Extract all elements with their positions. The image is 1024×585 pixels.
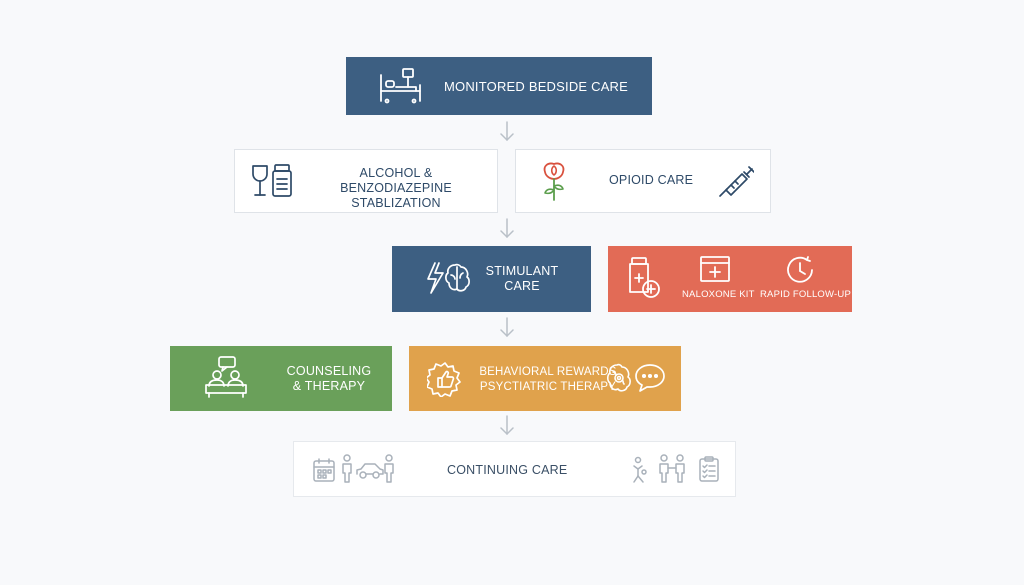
flow-arrow-4: [500, 415, 514, 436]
therapy-label: & THERAPY: [292, 379, 366, 393]
alcohol-benzodiazepine-box: ALCOHOL & BENZODIAZEPINE STABLIZATION: [234, 149, 498, 213]
counseling-couch-icon: [203, 355, 249, 399]
syringe-icon: [718, 164, 754, 198]
opioid-care-label: OPIOID CARE: [609, 173, 694, 187]
family-icon: [630, 454, 692, 484]
monitored-bedside-care-label: MONITORED BEDSIDE CARE: [444, 79, 629, 94]
behavioral-rewards-label: BEHAVIORAL REWARDS: [479, 366, 617, 378]
flow-arrow-1: [500, 121, 514, 142]
stimulant-care-label: CARE: [504, 279, 540, 293]
stimulant-label: STIMULANT: [485, 264, 559, 278]
opioid-care-box: OPIOID CARE: [515, 149, 771, 213]
naloxone-followup-box: NALOXONE KIT RAPID FOLLOW-UP: [608, 246, 852, 312]
person-icon: [382, 454, 396, 484]
continuing-care-box: CONTINUING CARE: [293, 441, 736, 497]
alcohol-benzodiazepine-text: ALCOHOL & BENZODIAZEPINE STABLIZATION: [306, 166, 486, 211]
counseling-label: COUNSELING: [286, 364, 372, 378]
psychiatric-therapy-label: PSYCTIATRIC THERAPY: [479, 381, 617, 393]
behavioral-rewards-box: BEHAVIORAL REWARDS PSYCTIATRIC THERAPY: [409, 346, 681, 411]
first-aid-kit-icon: [699, 255, 731, 283]
monitored-bedside-care-box: MONITORED BEDSIDE CARE: [346, 57, 652, 115]
rapid-followup-label: RAPID FOLLOW-UP: [760, 289, 851, 300]
continuing-care-label: CONTINUING CARE: [447, 463, 568, 477]
flow-arrow-2: [500, 218, 514, 239]
stablization-label: STABLIZATION: [351, 196, 441, 210]
car-icon: [355, 461, 385, 481]
stimulant-care-text: STIMULANT CARE: [477, 264, 567, 294]
counseling-therapy-text: COUNSELING & THERAPY: [277, 364, 381, 394]
flow-arrow-3: [500, 317, 514, 338]
person-icon: [340, 454, 354, 484]
naloxone-kit-label: NALOXONE KIT: [682, 289, 755, 300]
counseling-therapy-box: COUNSELING & THERAPY: [170, 346, 392, 411]
brain-icon: [605, 362, 633, 394]
speech-bubble-icon: [633, 363, 667, 393]
poppy-flower-icon: [539, 160, 569, 202]
pill-bottle-icon: [271, 163, 293, 199]
alcohol-benzodiazepine-label: ALCOHOL & BENZODIAZEPINE: [340, 166, 452, 195]
thumbs-up-gear-icon: [427, 361, 463, 397]
clock-icon: [785, 255, 815, 285]
checklist-icon: [698, 455, 720, 483]
calendar-icon: [312, 457, 336, 483]
stimulant-care-box: STIMULANT CARE: [392, 246, 591, 312]
behavioral-rewards-text: BEHAVIORAL REWARDS PSYCTIATRIC THERAPY: [463, 365, 633, 395]
hospital-bed-icon: [378, 67, 424, 105]
medicine-jar-icon: [626, 256, 662, 300]
wine-glass-icon: [251, 164, 269, 198]
brain-lightning-icon: [425, 261, 471, 295]
